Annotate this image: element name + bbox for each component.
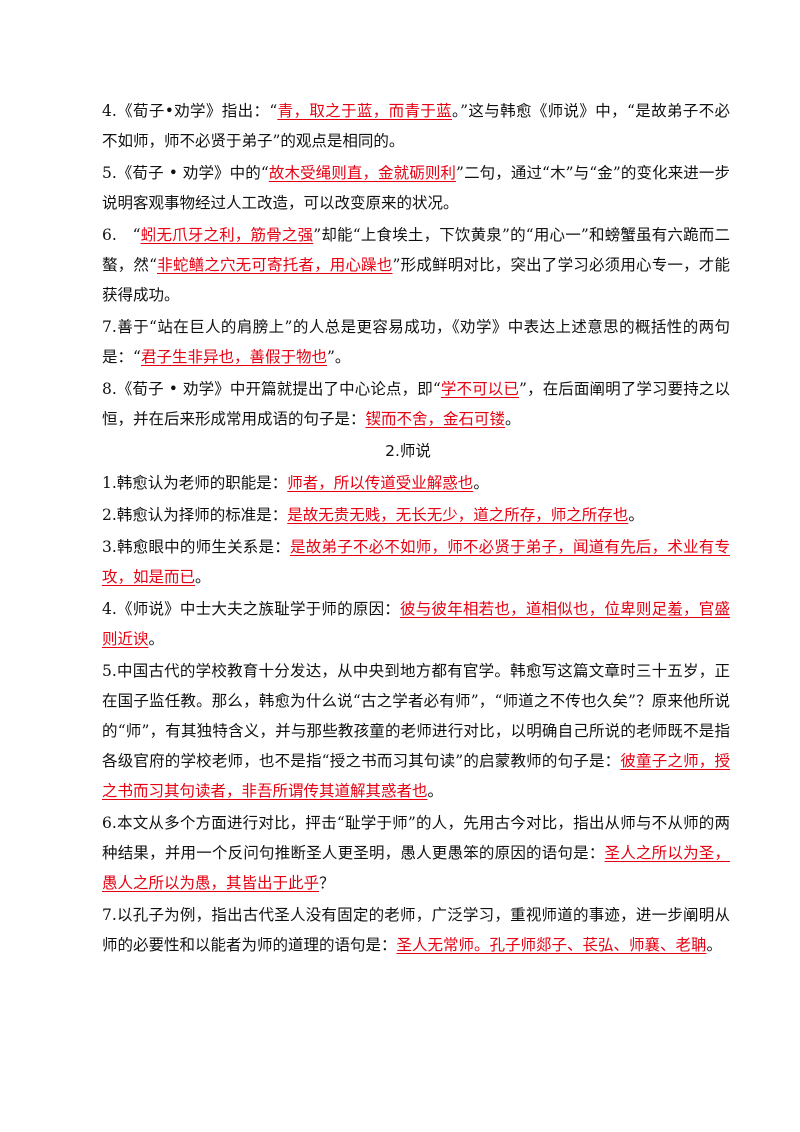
question-text: 。 [195, 568, 211, 586]
question-text: 1.韩愈认为老师的职能是： [102, 474, 288, 492]
question-item: 2.韩愈认为择师的标准是：是故无贵无贱，无长无少，道之所存，师之所存也。 [86, 500, 730, 530]
answer-text: 非蛇鳝之穴无可寄托者，用心躁也 [157, 256, 393, 274]
question-text: 4.《荀子•劝学》指出：“ [102, 102, 278, 120]
question-item: 5.中国古代的学校教育十分发达，从中央到地方都有官学。韩愈写这篇文章时三十五岁，… [86, 656, 730, 806]
question-text: 7.善于“站在巨人的肩膀上”的人总是更容易成功，《劝学》中表达上述意思的概括性的… [102, 318, 730, 366]
question-item: 1.韩愈认为老师的职能是：师者，所以传道受业解惑也。 [86, 468, 730, 498]
question-item: 5.《荀子 • 劝学》中的“故木受绳则直，金就砺则利”二句，通过“木”与“金”的… [86, 158, 730, 218]
question-text: 3.韩愈眼中的师生关系是： [102, 538, 290, 556]
answer-text: 圣人之所以为圣，愚人之所以为愚，其皆出于此乎 [102, 844, 730, 892]
answer-text: 蚓无爪牙之利，筋骨之强 [140, 226, 314, 244]
answer-text: 学不可以已 [440, 380, 520, 398]
question-text: 。 [427, 782, 444, 800]
question-text: 。 [706, 936, 723, 954]
section-quanxue: 4.《荀子•劝学》指出：“青，取之于蓝，而青于蓝。”这与韩愈《师说》中，“是故弟… [86, 96, 730, 434]
document-page: 4.《荀子•劝学》指出：“青，取之于蓝，而青于蓝。”这与韩愈《师说》中，“是故弟… [86, 96, 730, 962]
question-text: 。 [148, 630, 165, 648]
answer-text: 彼童子之师，授之书而习其句读者，非吾所谓传其道解其惑者也 [102, 752, 730, 800]
section-heading-shishuo: 2.师说 [385, 442, 431, 460]
question-text: 5.中国古代的学校教育十分发达，从中央到地方都有官学。韩愈写这篇文章时三十五岁，… [102, 662, 730, 770]
answer-text: 圣人无常师。孔子师郯子、苌弘、师襄、老聃 [396, 936, 707, 954]
question-text: 8.《荀子 • 劝学》中开篇就提出了中心论点，即“ [102, 380, 441, 398]
answer-text: 师者，所以传道受业解惑也 [287, 474, 474, 492]
answer-text: 彼与彼年相若也，道相似也，位卑则足羞，官盛则近谀 [102, 600, 730, 648]
answer-text: 是故弟子不必不如师，师不必贤于弟子，闻道有先后，术业有专攻，如是而已 [102, 538, 730, 586]
question-text: ”。 [326, 348, 351, 366]
section-shishuo: 1.韩愈认为老师的职能是：师者，所以传道受业解惑也。2.韩愈认为择师的标准是：是… [86, 468, 730, 960]
question-item: 8.《荀子 • 劝学》中开篇就提出了中心论点，即“学不可以已”，在后面阐明了学习… [86, 374, 730, 434]
question-text: ”二句，通过“木”与“金”的变化来进一步说明客观事物经过人工改造，可以改变原来的… [102, 164, 730, 212]
question-text: ”，在后面阐明了学习要持之以恒，并在后来形成常用成语的句子是： [102, 380, 730, 428]
answer-text: 故木受绳则直，金就砺则利 [268, 164, 457, 182]
question-text: ？ [319, 874, 335, 892]
question-item: 3.韩愈眼中的师生关系是：是故弟子不必不如师，师不必贤于弟子，闻道有先后，术业有… [86, 532, 730, 592]
question-item: 4.《荀子•劝学》指出：“青，取之于蓝，而青于蓝。”这与韩愈《师说》中，“是故弟… [86, 96, 730, 156]
question-item: 7.以孔子为例，指出古代圣人没有固定的老师，广泛学习，重视师道的事迹，进一步阐明… [86, 900, 730, 960]
question-text: ”形成鲜明对比，突出了学习必须用心专一，才能获得成功。 [102, 256, 730, 304]
answer-text: 君子生非异也，善假于物也 [140, 348, 327, 366]
question-text: ”却能“上食埃土，下饮黄泉”的“用心一”和螃蟹虽有六跪而二螯，然“ [102, 226, 730, 274]
answer-text: 锲而不舍，金石可镂 [365, 410, 506, 428]
question-text: 。 [473, 474, 489, 492]
question-item: 4.《师说》中士大夫之族耻学于师的原因：彼与彼年相若也，道相似也，位卑则足羞，官… [86, 594, 730, 654]
question-item: 6.本文从多个方面进行对比，抨击“耻学于师”的人，先用古今对比，指出从师与不从师… [86, 808, 730, 898]
question-text: 。”这与韩愈《师说》中，“是故弟子不必不如师，师不必贤于弟子”的观点是相同的。 [102, 102, 730, 150]
question-text: 6.本文从多个方面进行对比，抨击“耻学于师”的人，先用古今对比，指出从师与不从师… [102, 814, 730, 862]
question-text: 5.《荀子 • 劝学》中的“ [102, 164, 269, 182]
question-text: 2.韩愈认为择师的标准是： [102, 506, 288, 524]
question-text: 。 [628, 506, 644, 524]
question-text: 4.《师说》中士大夫之族耻学于师的原因： [102, 600, 401, 618]
question-item: 7.善于“站在巨人的肩膀上”的人总是更容易成功，《劝学》中表达上述意思的概括性的… [86, 312, 730, 372]
answer-text: 青，取之于蓝，而青于蓝 [277, 102, 453, 120]
question-text: 6. “ [102, 226, 141, 244]
question-item: 6. “蚓无爪牙之利，筋骨之强”却能“上食埃土，下饮黄泉”的“用心一”和螃蟹虽有… [86, 220, 730, 310]
question-text: 7.以孔子为例，指出古代圣人没有固定的老师，广泛学习，重视师道的事迹，进一步阐明… [102, 906, 730, 954]
answer-text: 是故无贵无贱，无长无少，道之所存，师之所存也 [287, 506, 629, 524]
question-text: 。 [505, 410, 521, 428]
